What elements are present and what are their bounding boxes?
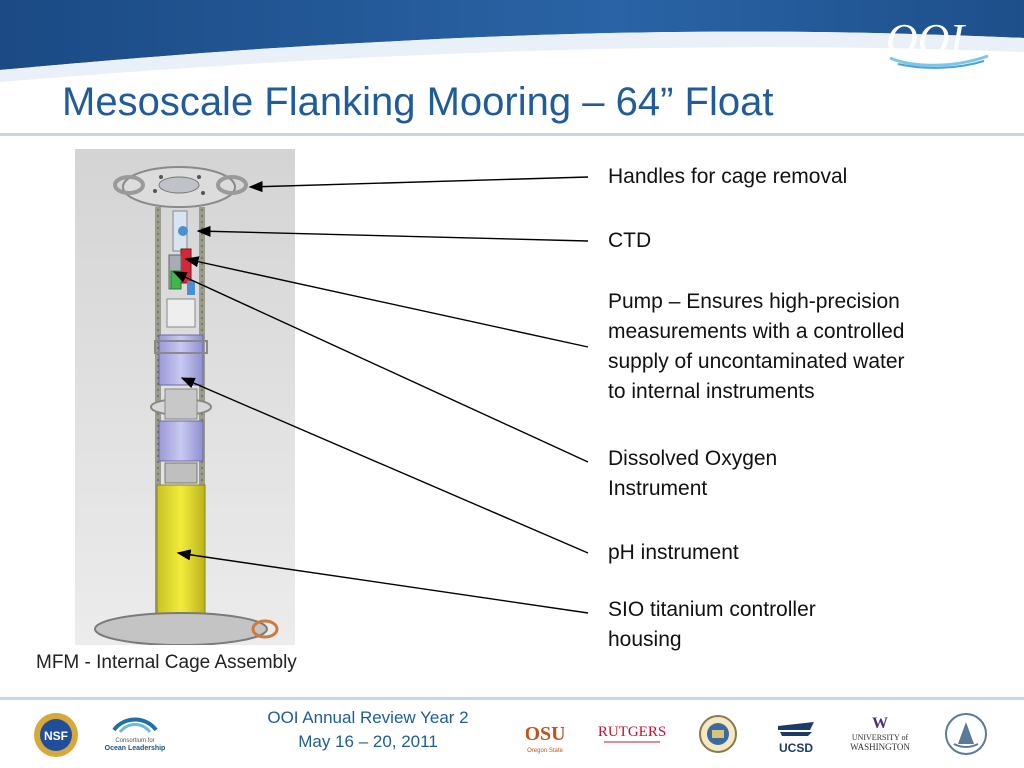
svg-text:Consortium for: Consortium for: [115, 738, 154, 744]
svg-text:WASHINGTON: WASHINGTON: [850, 742, 910, 752]
leader-handles: [248, 176, 589, 193]
header-band: [0, 0, 1024, 135]
ocean-leadership-logo: Consortium for Ocean Leadership: [105, 717, 166, 752]
svg-text:UCSD: UCSD: [779, 741, 813, 755]
svg-text:Ocean Leadership: Ocean Leadership: [105, 745, 166, 752]
ooi-logo: OOI: [886, 15, 989, 69]
svg-text:UNIVERSITY of: UNIVERSITY of: [852, 733, 909, 742]
institution-seal-logo: [945, 713, 987, 755]
footer-dates: May 16 – 20, 2011: [298, 732, 438, 751]
footer-event: OOI Annual Review Year 2: [267, 708, 469, 727]
title-divider: [0, 133, 1024, 136]
svg-text:OSU: OSU: [526, 723, 564, 745]
svg-text:W: W: [872, 715, 888, 732]
ucsd-logo: UCSD: [778, 722, 814, 755]
nsf-logo: NSF: [34, 713, 78, 757]
cage-assembly-image: [75, 149, 295, 645]
label-dissolved-oxygen: Dissolved Oxygen Instrument: [608, 447, 778, 500]
label-sio-housing: SIO titanium controller housing: [608, 598, 816, 651]
footer-divider: [0, 697, 1024, 700]
svg-text:RUTGERS: RUTGERS: [598, 724, 666, 740]
label-ctd: CTD: [608, 229, 652, 252]
label-handles: Handles for cage removal: [608, 165, 848, 188]
university-seal-logo: [699, 715, 737, 753]
label-ph: pH instrument: [608, 541, 739, 564]
svg-text:Oregon State: Oregon State: [527, 748, 563, 754]
rutgers-logo: RUTGERS: [598, 724, 666, 743]
ooi-logo-text: OOI: [886, 15, 967, 64]
label-pump: Pump – Ensures high-precision measuremen…: [608, 290, 905, 403]
slide-title: Mesoscale Flanking Mooring – 64” Float: [62, 80, 774, 124]
figure-caption: MFM - Internal Cage Assembly: [36, 652, 297, 673]
uw-logo: W UNIVERSITY of WASHINGTON: [850, 715, 910, 752]
svg-text:NSF: NSF: [44, 729, 68, 743]
osu-logo: OSU Oregon State: [526, 723, 564, 754]
